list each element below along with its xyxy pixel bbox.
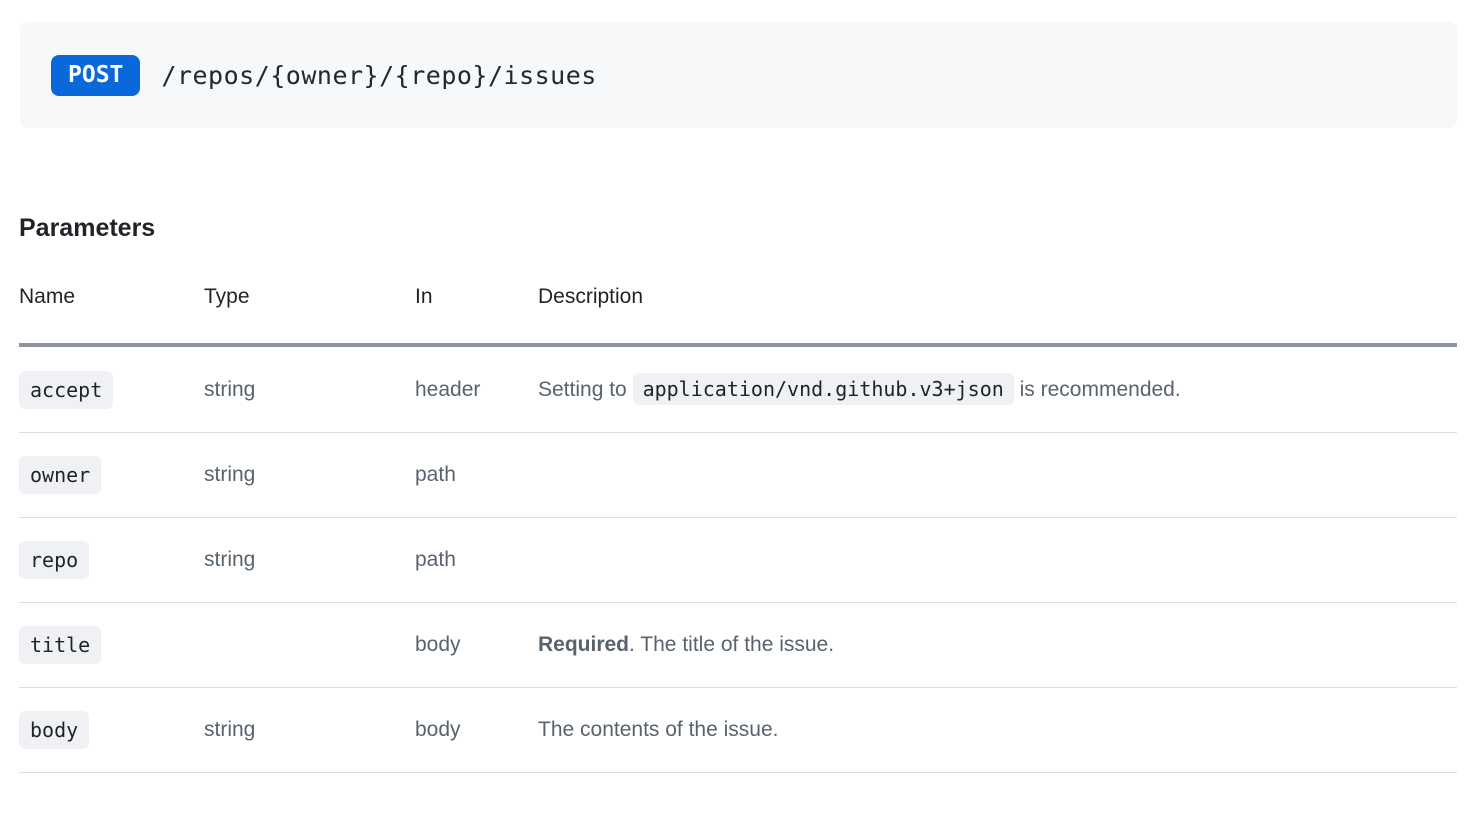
column-header-description: Description bbox=[538, 283, 1457, 347]
parameter-type-cell bbox=[204, 602, 415, 688]
required-label: Required bbox=[538, 633, 630, 656]
description-text: . The title of the issue. bbox=[629, 633, 835, 656]
parameter-type-cell: string bbox=[204, 432, 415, 518]
parameter-name-badge: accept bbox=[19, 370, 114, 409]
parameter-type-cell: string bbox=[204, 345, 415, 433]
parameter-name-badge: repo bbox=[19, 541, 90, 579]
parameter-type-cell: string bbox=[204, 687, 415, 773]
parameter-description-cell bbox=[538, 432, 1457, 518]
column-header-in: In bbox=[415, 283, 538, 347]
parameter-in-cell: header bbox=[415, 345, 538, 433]
parameter-in-cell: body bbox=[415, 602, 538, 688]
parameter-name-cell: repo bbox=[19, 517, 204, 603]
inline-code: application/vnd.github.v3+json bbox=[632, 373, 1014, 405]
parameter-description-cell: Required. The title of the issue. bbox=[538, 602, 1457, 688]
description-text: The contents of the issue. bbox=[538, 718, 779, 741]
parameter-description-cell bbox=[538, 517, 1457, 603]
parameter-description-cell: Setting to application/vnd.github.v3+jso… bbox=[538, 345, 1457, 433]
column-header-type: Type bbox=[204, 283, 415, 347]
description-text: Setting to bbox=[538, 378, 633, 401]
parameters-heading: Parameters bbox=[19, 214, 156, 242]
parameter-in-cell: path bbox=[415, 517, 538, 603]
column-header-name: Name bbox=[19, 283, 204, 347]
http-method-badge: POST bbox=[51, 54, 141, 96]
parameter-name-cell: body bbox=[19, 687, 204, 773]
parameter-in-cell: path bbox=[415, 432, 538, 518]
parameter-name-cell: owner bbox=[19, 432, 204, 518]
parameter-in-cell: body bbox=[415, 687, 538, 773]
parameter-name-badge: owner bbox=[19, 456, 102, 494]
parameter-name-badge: title bbox=[19, 626, 102, 664]
parameters-table-head: Name Type In Description bbox=[19, 283, 1457, 347]
parameter-type-cell: string bbox=[204, 517, 415, 603]
parameter-name-cell: accept bbox=[19, 345, 204, 433]
endpoint-path: /repos/{owner}/{repo}/issues bbox=[161, 60, 597, 90]
header-row: Name Type In Description bbox=[19, 283, 1457, 347]
parameter-description-cell: The contents of the issue. bbox=[538, 687, 1457, 773]
description-text: is recommended. bbox=[1013, 378, 1181, 401]
parameter-name-badge: body bbox=[19, 711, 90, 749]
endpoint-summary: POST /repos/{owner}/{repo}/issues bbox=[20, 22, 1457, 128]
parameter-name-cell: title bbox=[19, 602, 204, 688]
